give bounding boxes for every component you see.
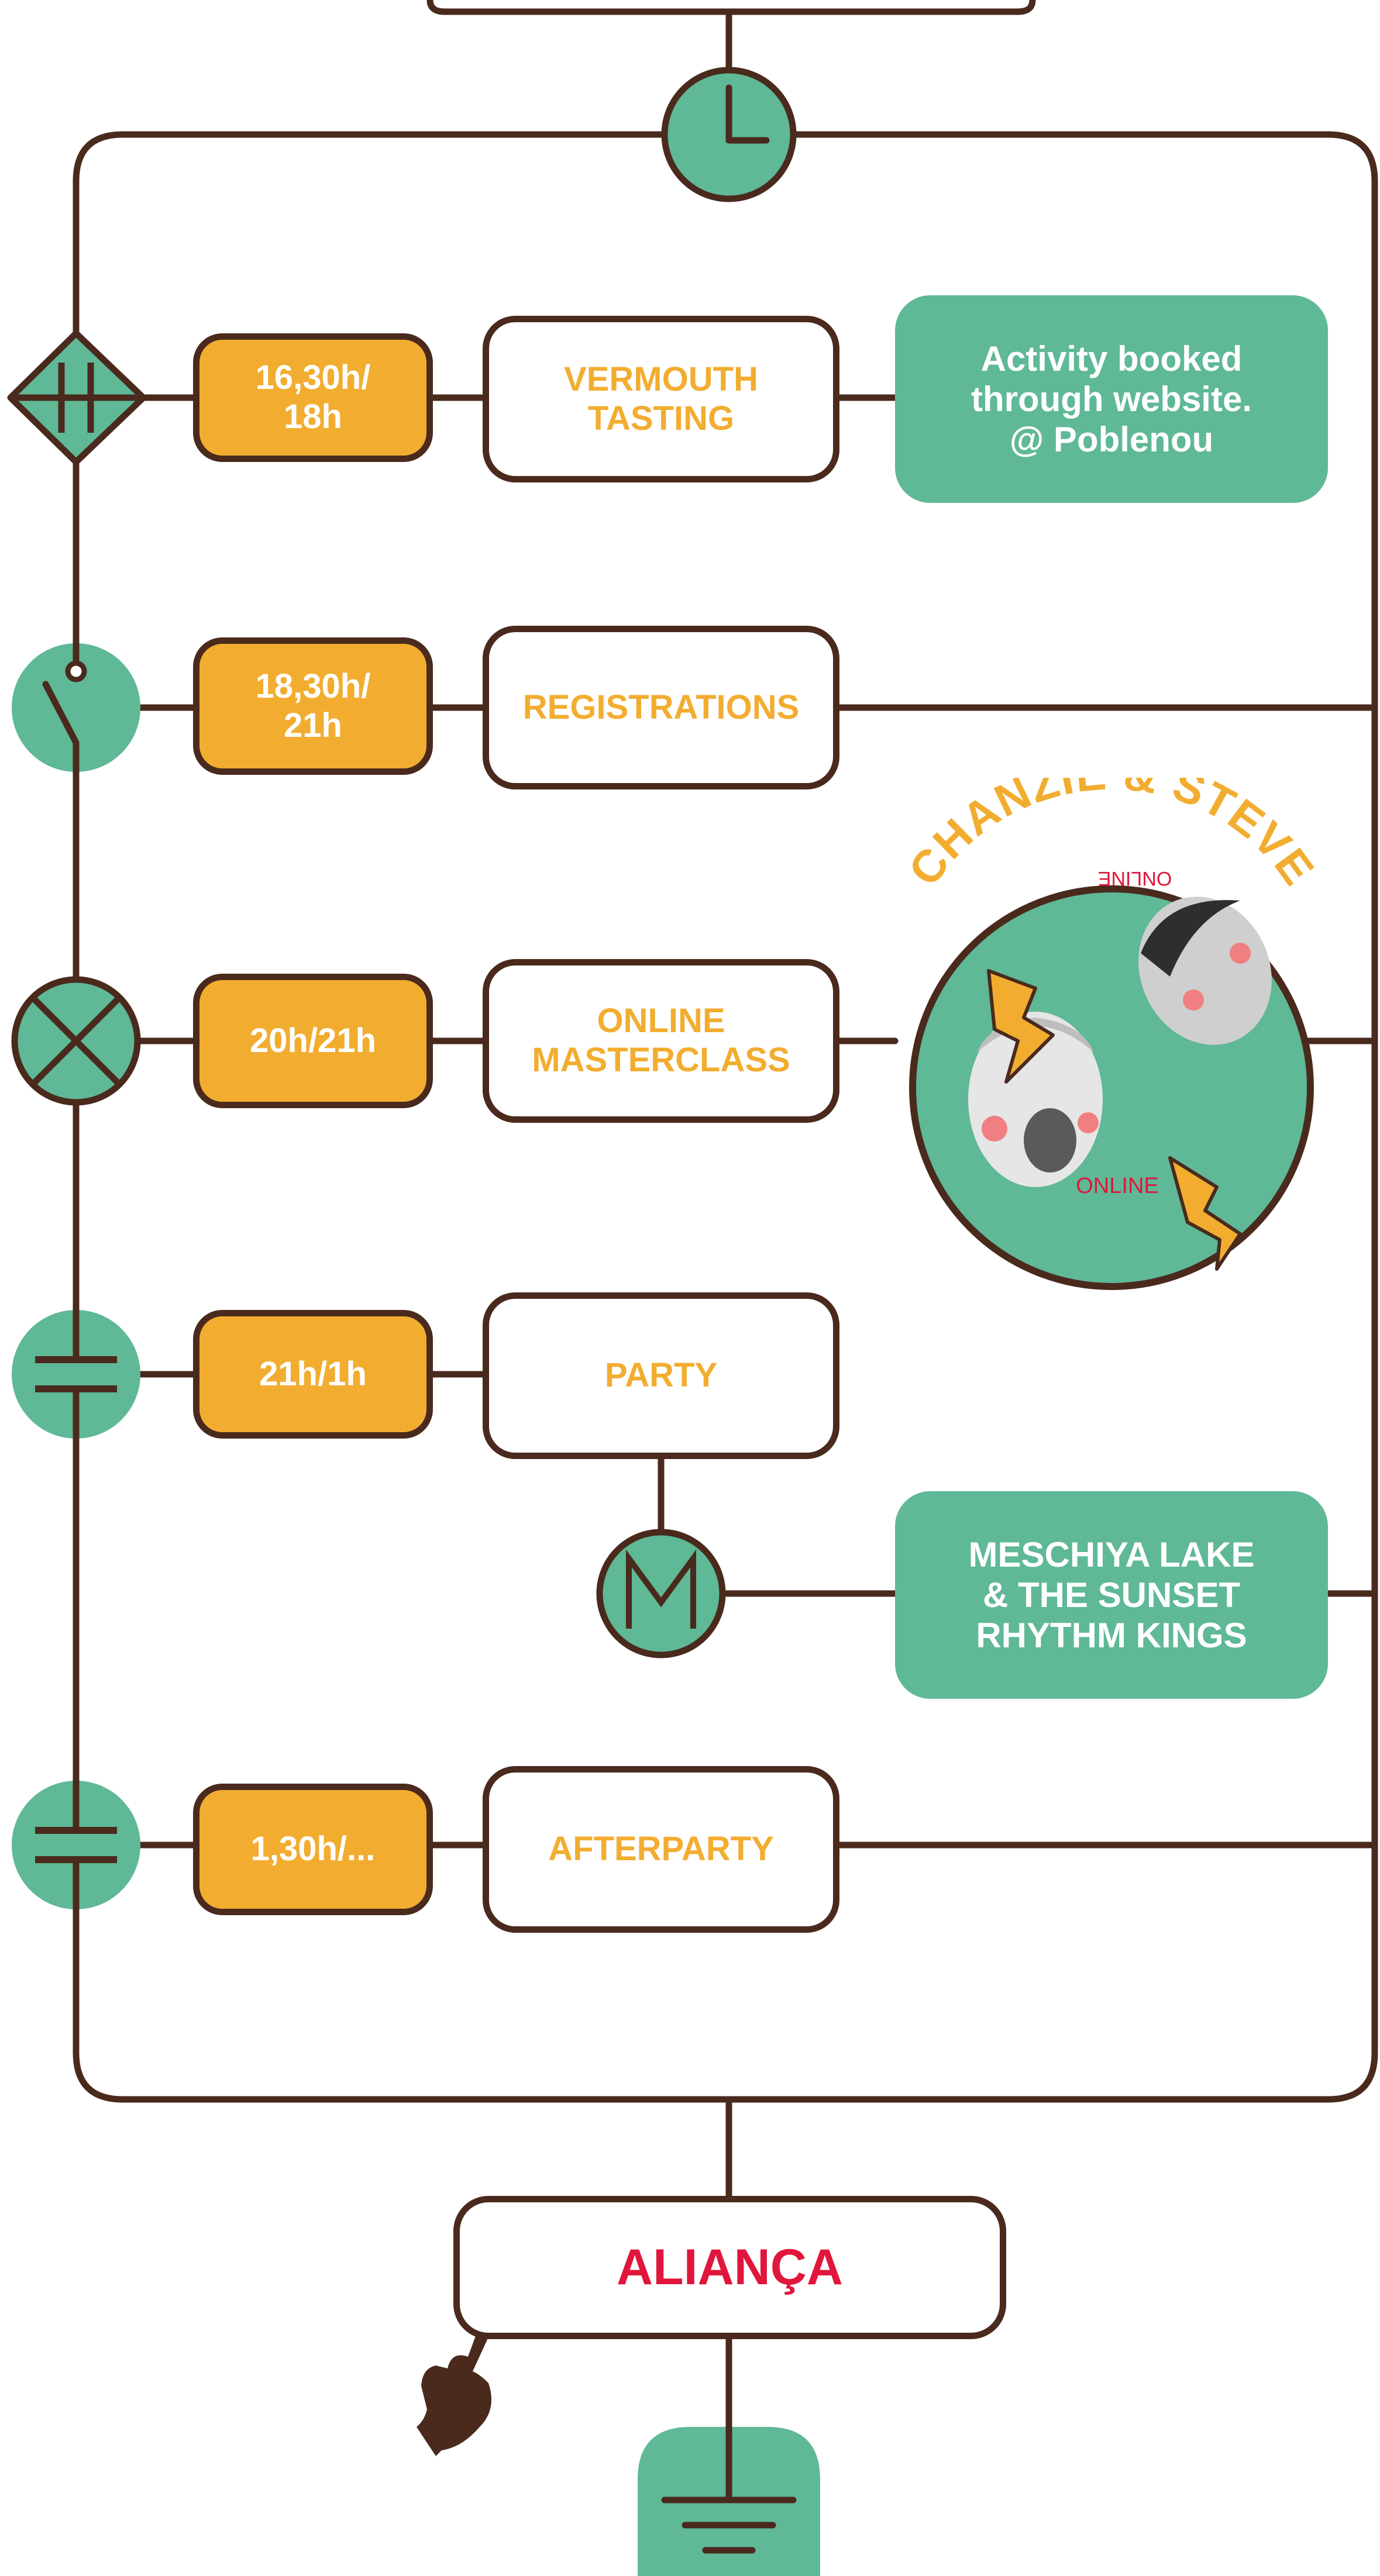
alianca-button[interactable]: ALIANÇA (453, 2196, 1006, 2339)
time-box-1: 16,30h/ 18h (193, 333, 433, 462)
lightning-icon (987, 969, 1055, 1084)
portrait-man (1138, 896, 1272, 1045)
time-box-3: 20h/21h (193, 974, 433, 1108)
online-masterclass-badge: CHANZIE & STEVE ONLINE ONLINE (889, 747, 1345, 1292)
capacitor-icon-2 (12, 1781, 140, 1909)
time-box-4: 21h/1h (193, 1310, 433, 1439)
event-box-registrations: REGISTRATIONS (483, 626, 839, 789)
motor-icon (596, 1529, 726, 1658)
capacitor-icon (12, 1310, 140, 1439)
note-box-meschiya-lake: MESCHIYA LAKE & THE SUNSET RHYTHM KINGS (895, 1491, 1328, 1699)
event-box-online-masterclass: ONLINE MASTERCLASS (483, 959, 839, 1123)
badge-illustration: CHANZIE & STEVE ONLINE ONLINE (899, 747, 1324, 1290)
ground-icon (638, 2427, 820, 2576)
lamp-icon (11, 976, 141, 1106)
fuse-icon (7, 330, 147, 465)
outer-loop-wire (73, 131, 1378, 2103)
event-box-vermouth-tasting: VERMOUTH TASTING (483, 316, 839, 482)
lightning-icon-2 (1168, 1156, 1242, 1271)
badge-label-bottom: ONLINE (1076, 1174, 1158, 1198)
badge-label-top: ONLINE (1098, 867, 1172, 889)
time-box-5: 1,30h/... (193, 1784, 433, 1915)
switch-icon (12, 643, 140, 772)
time-box-2: 18,30h/ 21h (193, 637, 433, 775)
event-box-afterparty: AFTERPARTY (483, 1766, 839, 1933)
event-box-party: PARTY (483, 1292, 839, 1459)
clock-icon (661, 67, 797, 202)
note-box-activity-booked: Activity booked through website. @ Poble… (895, 295, 1328, 503)
